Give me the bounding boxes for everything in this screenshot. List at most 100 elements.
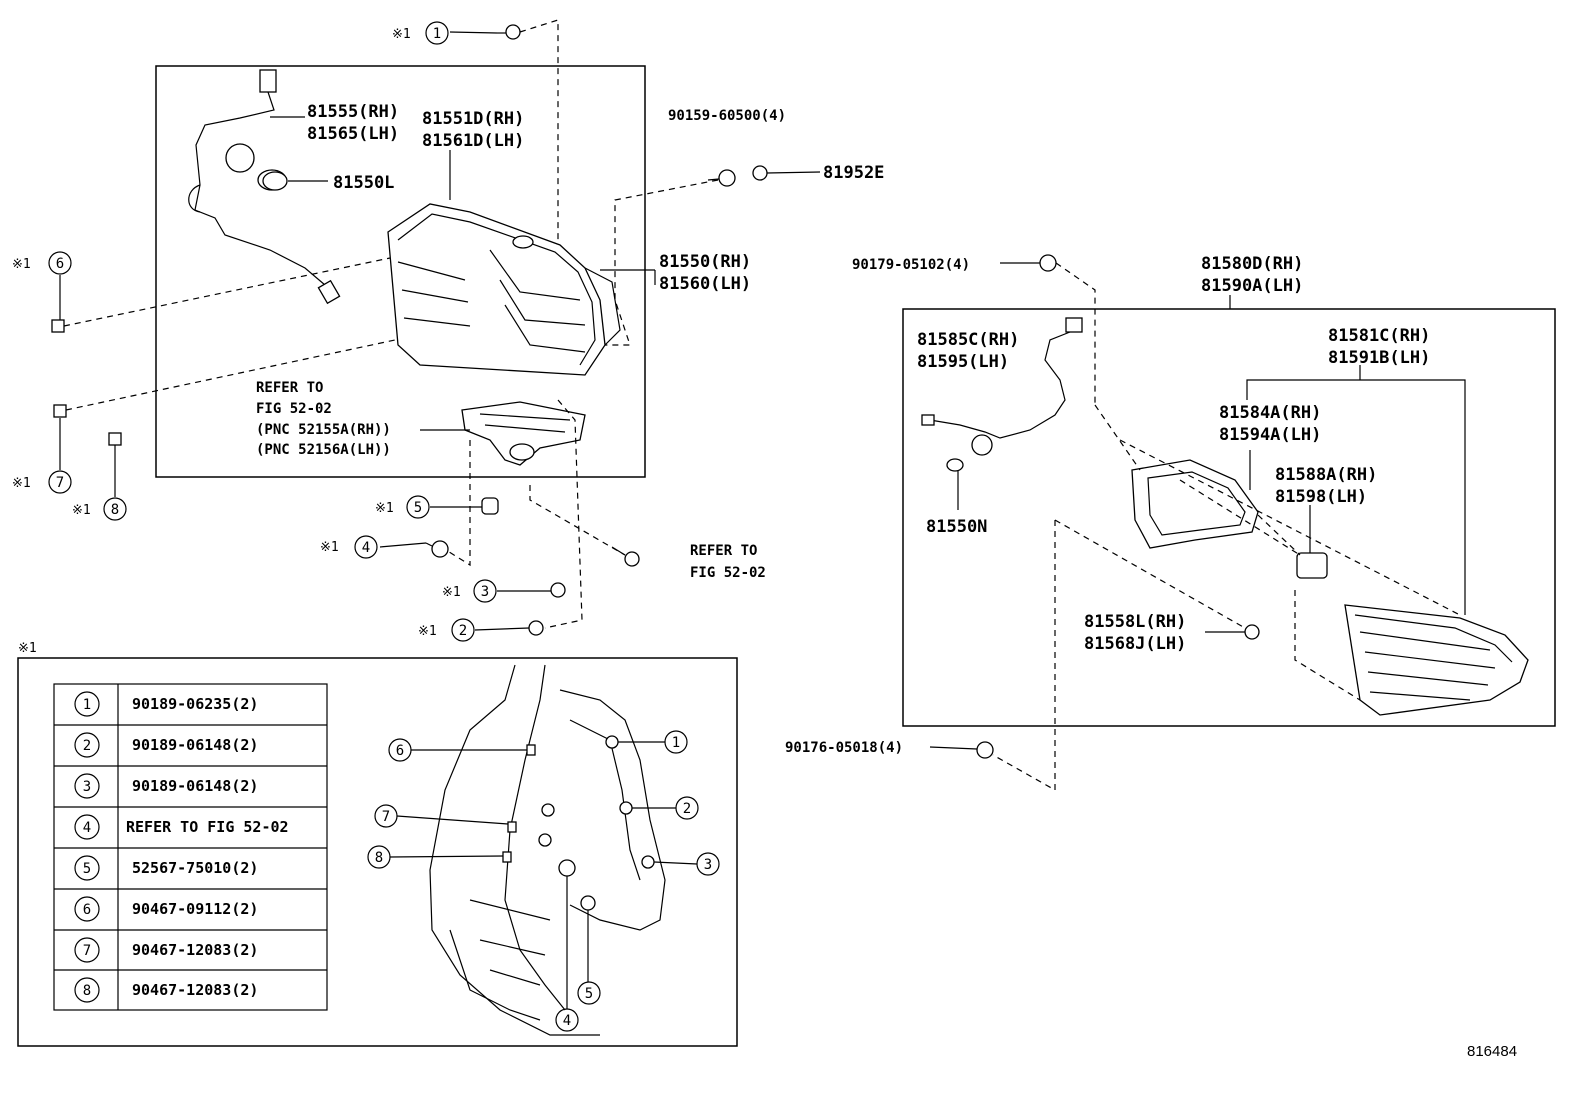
label-81594a: 81594A(LH) [1219, 425, 1321, 445]
table-row: 2 90189-06148(2) [74, 732, 258, 758]
callout-5-bottom: 5 [577, 910, 601, 1005]
clip-6-drawing [51, 319, 65, 333]
svg-text:7: 7 [382, 809, 390, 825]
svg-text:3: 3 [83, 779, 91, 795]
left-guide-lines [63, 19, 719, 629]
callout-7-left: ※1 7 [12, 470, 72, 494]
label-refer-to-2: REFER TO [690, 543, 757, 559]
lamp-bracket-drawing [461, 401, 586, 466]
label-refer-to-1: REFER TO [256, 380, 323, 396]
callout-2-left: ※1 2 [418, 618, 475, 642]
svg-text:52567-75010(2): 52567-75010(2) [132, 859, 258, 877]
body-panel-drawing [429, 664, 666, 1036]
label-81550: 81550(RH) [659, 252, 751, 272]
label-81581c: 81581C(RH) [1328, 326, 1430, 346]
inner-lamp-harness-drawing [921, 317, 1083, 472]
svg-text:6: 6 [56, 256, 64, 272]
label-90159: 90159-60500(4) [668, 108, 786, 124]
label-81591b: 81591B(LH) [1328, 348, 1430, 368]
table-row: 1 90189-06235(2) [74, 691, 258, 717]
svg-text:1: 1 [433, 26, 441, 42]
gasket-81584a-drawing [1131, 459, 1259, 549]
socket-81588a-drawing [1296, 552, 1328, 579]
svg-text:90189-06148(2): 90189-06148(2) [132, 736, 258, 754]
diagram-id: 816484 [1467, 1043, 1517, 1060]
label-81560: 81560(LH) [659, 274, 751, 294]
callout-8-left: ※1 8 [72, 497, 127, 521]
svg-text:7: 7 [83, 943, 91, 959]
svg-text:90467-12083(2): 90467-12083(2) [132, 941, 258, 959]
fastener-table: 1 90189-06235(2) 2 90189-06148(2) 3 9018… [53, 683, 328, 1011]
grommet-5-drawing [481, 497, 499, 515]
left-leader-lines [59, 31, 821, 631]
callout-7-bottom: 7 [374, 804, 509, 828]
label-pnc-52155a: (PNC 52155A(RH)) [256, 422, 391, 438]
svg-text:6: 6 [83, 902, 91, 918]
svg-text:1: 1 [83, 697, 91, 713]
table-row: 7 90467-12083(2) [74, 937, 258, 963]
svg-text:8: 8 [83, 983, 91, 999]
tail-lamp-body-drawing [387, 203, 621, 376]
label-81590a: 81590A(LH) [1201, 276, 1303, 296]
svg-text:90467-09112(2): 90467-09112(2) [132, 900, 258, 918]
label-81555: 81555(RH) [307, 102, 399, 122]
svg-text:7: 7 [56, 475, 64, 491]
svg-text:※1: ※1 [442, 585, 461, 600]
svg-text:4: 4 [563, 1013, 571, 1029]
label-81584a: 81584A(RH) [1219, 403, 1321, 423]
callout-3-left: ※1 3 [442, 579, 497, 603]
svg-text:2: 2 [459, 623, 467, 639]
svg-text:3: 3 [481, 584, 489, 600]
svg-text:5: 5 [83, 861, 91, 877]
screw-1-drawing [497, 24, 521, 40]
label-pnc-52156a: (PNC 52156A(LH)) [256, 442, 391, 458]
label-fig-ref-1: FIG 52-02 [256, 401, 332, 417]
callout-6-left: ※1 6 [12, 251, 72, 275]
label-81550l: 81550L [333, 173, 394, 193]
label-81595: 81595(LH) [917, 352, 1009, 372]
label-81550n: 81550N [926, 517, 987, 537]
callout-5-left: ※1 5 [375, 495, 430, 519]
svg-text:90189-06148(2): 90189-06148(2) [132, 777, 258, 795]
callout-4-left: ※1 4 [320, 535, 378, 559]
callout-1-top: ※1 1 [392, 21, 449, 45]
svg-text:1: 1 [672, 735, 680, 751]
label-81585c: 81585C(RH) [917, 330, 1019, 350]
tail-lamp-assembly-box [155, 65, 646, 478]
clip-8-drawing [108, 432, 122, 446]
svg-text:※1: ※1 [418, 624, 437, 639]
label-81588a: 81588A(RH) [1275, 465, 1377, 485]
svg-text:2: 2 [83, 738, 91, 754]
svg-text:8: 8 [111, 502, 119, 518]
clip-81558l-drawing [1244, 624, 1260, 640]
svg-text:6: 6 [396, 743, 404, 759]
screw-3-drawing [550, 582, 566, 598]
callout-3-bottom: 3 [653, 852, 720, 876]
inner-lamp-assembly-box [902, 308, 1556, 727]
label-81561d: 81561D(LH) [422, 131, 524, 151]
label-81568j: 81568J(LH) [1084, 634, 1186, 654]
screw-2-drawing [528, 620, 544, 636]
table-row: 6 90467-09112(2) [74, 896, 258, 922]
callout-8-bottom: 8 [367, 845, 504, 869]
section-note-mark: ※1 [18, 641, 37, 656]
label-81598: 81598(LH) [1275, 487, 1367, 507]
svg-text:5: 5 [414, 500, 422, 516]
svg-text:※1: ※1 [12, 257, 31, 272]
callout-4-bottom: 4 [555, 876, 579, 1032]
svg-text:5: 5 [585, 986, 593, 1002]
svg-text:※1: ※1 [72, 503, 91, 518]
callout-1-bottom: 1 [618, 730, 688, 754]
table-row: 3 90189-06148(2) [74, 773, 258, 799]
svg-text:※1: ※1 [375, 501, 394, 516]
bolt-4-drawing [425, 540, 449, 558]
svg-text:4: 4 [362, 540, 370, 556]
bulb-81550l-drawing [262, 171, 288, 191]
callout-2-bottom: 2 [632, 796, 699, 820]
svg-text:90189-06235(2): 90189-06235(2) [132, 695, 258, 713]
svg-text:※1: ※1 [12, 476, 31, 491]
right-guide-lines [992, 262, 1461, 792]
label-90179: 90179-05102(4) [852, 257, 970, 273]
svg-text:※1: ※1 [392, 27, 411, 42]
